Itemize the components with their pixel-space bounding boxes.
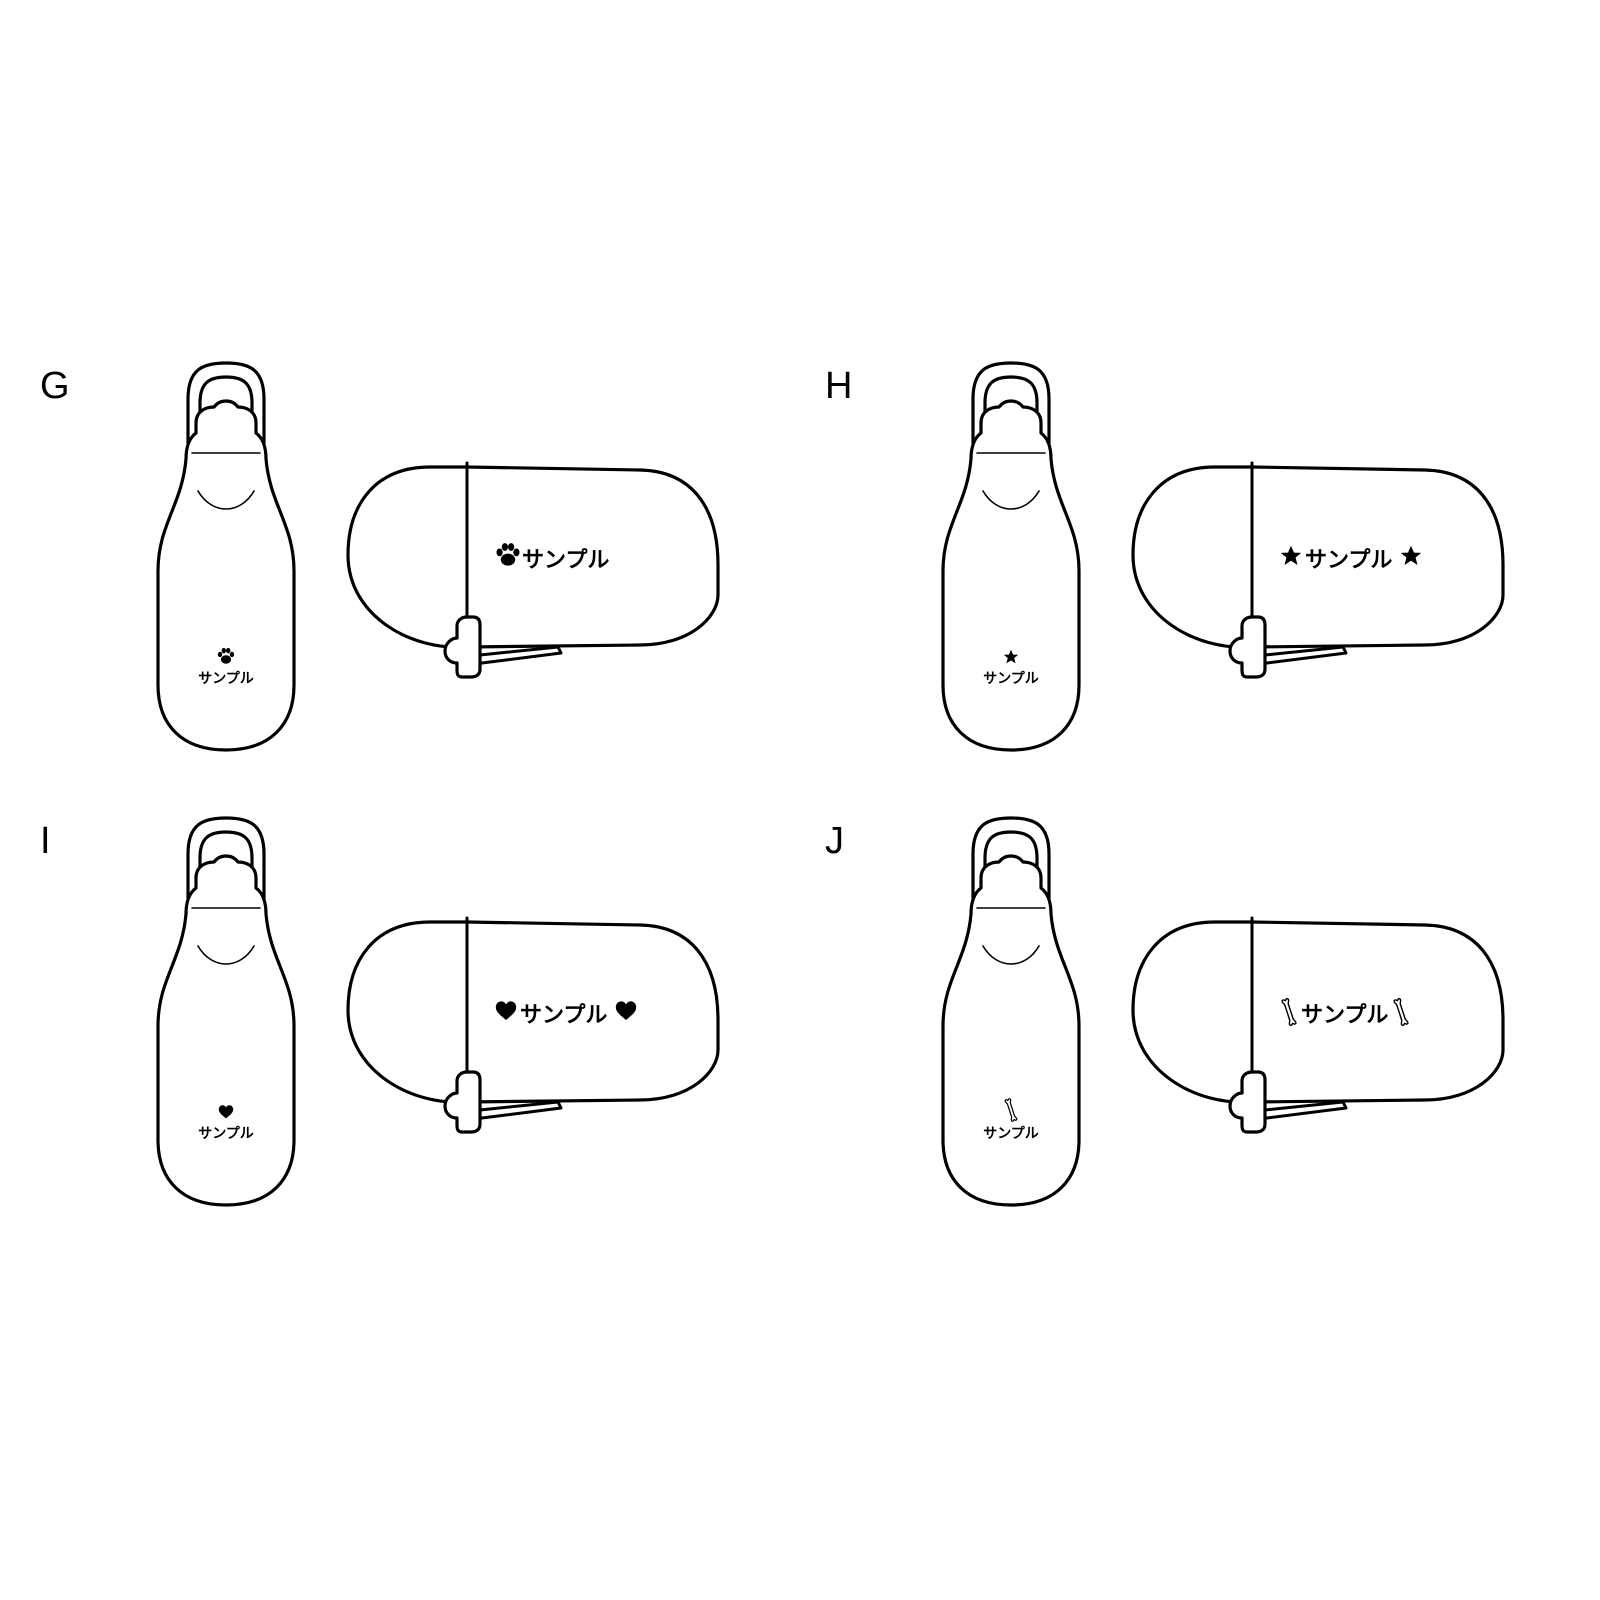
variant-g-drawing: サンプル サンプル — [156, 361, 720, 752]
variant-letter: G — [40, 365, 70, 407]
bottle-fill-curve — [982, 490, 1040, 510]
travel-case: サンプル — [1131, 461, 1505, 679]
bottle-motif — [218, 1105, 234, 1119]
variant-i: I サンプル サンプル — [0, 810, 800, 1270]
bottle-body — [156, 399, 296, 752]
travel-case: サンプル — [346, 461, 720, 679]
variant-letter: I — [40, 820, 51, 862]
bottle-fill-curve — [982, 945, 1040, 965]
bottle: サンプル — [941, 816, 1081, 1207]
case-engraving-text: サンプル — [1305, 548, 1392, 573]
case-latch — [1228, 615, 1267, 679]
case-hinge — [1263, 1100, 1348, 1120]
bottle-fill-curve — [197, 945, 255, 965]
case-engraving-text: サンプル — [520, 1003, 607, 1028]
case-latch — [443, 1070, 482, 1134]
case-hinge — [478, 645, 563, 665]
variant-g: G サンプル サンプル — [0, 355, 800, 815]
variant-h: H サンプル サンプル — [785, 355, 1585, 815]
variant-letter: J — [825, 820, 844, 862]
case-motif-left — [1280, 545, 1302, 565]
case-hinge — [478, 1100, 563, 1120]
bottle-body — [941, 399, 1081, 752]
variant-j-drawing: サンプル サンプル — [941, 816, 1505, 1207]
bottle: サンプル — [941, 361, 1081, 752]
bottle-fill-curve — [197, 490, 255, 510]
case-motif-left — [1281, 997, 1297, 1027]
case-motif-left — [496, 543, 520, 566]
bottle-motif — [1004, 1098, 1018, 1122]
variant-h-drawing: サンプル サンプル — [941, 361, 1505, 752]
variant-i-drawing: サンプル サンプル — [156, 816, 720, 1207]
case-motif-left — [495, 1001, 517, 1020]
bottle-motif — [217, 647, 235, 664]
case-motif-right — [615, 1001, 637, 1020]
travel-case: サンプル — [1131, 916, 1505, 1134]
bottle-body — [941, 854, 1081, 1207]
bottle-engraving-text: サンプル — [983, 1126, 1039, 1142]
bottle-engraving-text: サンプル — [198, 1126, 254, 1142]
bottle-motif — [1003, 649, 1019, 664]
bottle-engraving-text: サンプル — [983, 671, 1039, 687]
case-hinge — [1263, 645, 1348, 665]
travel-case: サンプル — [346, 916, 720, 1134]
case-motif-right — [1393, 997, 1409, 1027]
bottle-engraving-text: サンプル — [198, 671, 254, 687]
case-engraving-text: サンプル — [1301, 1003, 1388, 1028]
bottle: サンプル — [156, 361, 296, 752]
case-engraving-text: サンプル — [522, 548, 609, 573]
case-latch — [443, 615, 482, 679]
case-latch — [1228, 1070, 1267, 1134]
case-motif-right — [1400, 545, 1422, 565]
variant-letter: H — [825, 365, 853, 407]
bottle: サンプル — [156, 816, 296, 1207]
bottle-body — [156, 854, 296, 1207]
variant-j: J サンプル サンプル — [785, 810, 1585, 1270]
